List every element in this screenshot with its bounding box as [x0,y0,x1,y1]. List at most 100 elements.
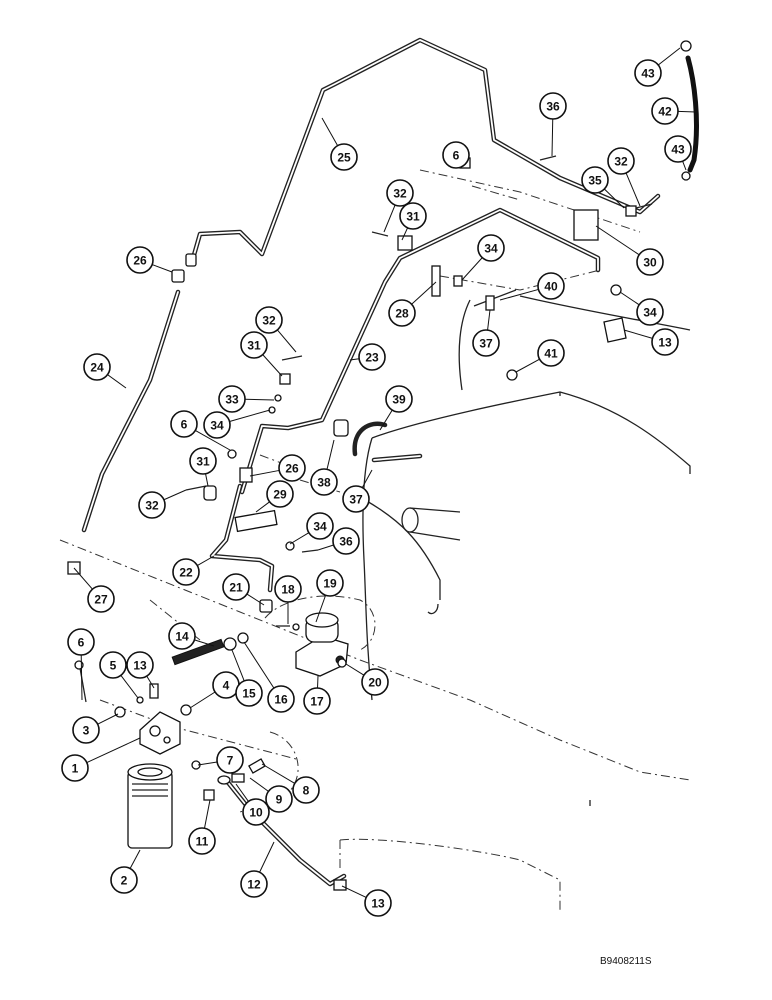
callout-26: 26 [278,454,306,482]
callout-number: 10 [249,806,263,820]
callout-number: 6 [453,149,460,163]
callout-number: 43 [671,143,685,157]
fuel-filter-head [139,711,181,755]
callout-number: 34 [484,242,498,256]
leader-line-39 [379,409,393,431]
leader-line-43 [682,160,687,171]
callout-circle [330,143,358,171]
callout-number: 25 [337,151,351,165]
callout-31: 31 [399,202,427,230]
leader-line-6 [195,429,231,451]
callout-circle [72,716,100,744]
leader-line-34 [619,291,640,306]
callout-number: 32 [614,155,628,169]
callout-28: 28 [388,299,416,327]
callout-circle [634,59,662,87]
callout-34: 34 [306,512,334,540]
leader-line-31 [262,354,283,377]
callout-number: 13 [133,659,147,673]
callout-number: 33 [225,393,239,407]
callout-circle [332,527,360,555]
leader-line-32 [383,204,396,233]
leader-line-3 [97,713,119,725]
callout-circle [240,870,268,898]
callout-number: 13 [371,897,385,911]
callout-6: 6 [442,141,470,169]
callout-number: 20 [368,676,382,690]
leader-line-1 [86,737,141,764]
callout-20: 20 [361,668,389,696]
callout-circle [61,754,89,782]
callout-circle [203,411,231,439]
leader-line-13 [146,675,155,689]
callout-number: 36 [546,100,560,114]
callout-circle [216,746,244,774]
leader-line-38 [326,439,335,470]
leader-line-7 [197,761,218,766]
callout-circle [442,141,470,169]
callout-number: 40 [544,280,558,294]
callout-circle [67,628,95,656]
leader-lines [73,47,697,898]
callout-circle [240,331,268,359]
leader-line-43 [657,47,681,66]
callout-number: 37 [349,493,363,507]
callout-12: 12 [240,870,268,898]
callout-6: 6 [170,410,198,438]
callout-number: 32 [145,499,159,513]
callout-5: 5 [99,651,127,679]
callout-23: 23 [358,343,386,371]
callout-number: 8 [303,784,310,798]
callout-43: 43 [664,135,692,163]
callout-circle [316,569,344,597]
callout-number: 42 [658,105,672,119]
fuel-filter [127,763,173,849]
callout-35: 35 [581,166,609,194]
callout-32: 32 [607,147,635,175]
callout-27: 27 [87,585,115,613]
callout-circle [636,248,664,276]
leader-line-24 [107,374,127,389]
callout-number: 17 [310,695,324,709]
leader-line-26 [151,264,173,273]
leader-line-31 [401,227,409,241]
leader-line-37 [361,469,373,488]
callout-number: 41 [544,347,558,361]
callout-13: 13 [651,328,679,356]
callout-number: 34 [210,419,224,433]
callout-circle [651,97,679,125]
leader-line-4 [189,691,216,709]
callout-number: 37 [479,337,493,351]
leader-line-8 [261,763,296,784]
callout-40: 40 [537,272,565,300]
callout-circle [651,328,679,356]
callout-39: 39 [385,385,413,413]
fitting-parts [67,40,692,891]
callout-circle [99,651,127,679]
fuel-hose-42 [685,55,699,173]
leader-line-15 [231,649,245,682]
fuel-line-25 [189,37,661,265]
leader-line-40 [499,288,539,301]
callout-circle [361,668,389,696]
callout-circle [537,272,565,300]
callout-circle [255,306,283,334]
leader-line-31 [205,473,209,487]
callout-number: 11 [196,835,209,849]
leader-line-5 [120,675,139,699]
leader-line-27 [73,567,93,590]
callout-number: 5 [110,659,117,673]
callout-number: 16 [274,693,288,707]
callout-number: 21 [229,581,243,595]
callout-number: 18 [281,583,295,597]
callout-1: 1 [61,754,89,782]
callout-circle [126,246,154,274]
callout-9: 9 [265,785,293,813]
leader-line-33 [244,398,275,401]
callout-number: 9 [276,793,283,807]
leader-line-6 [80,654,83,701]
callout-circle [242,798,270,826]
callout-32: 32 [138,491,166,519]
callout-circle [218,385,246,413]
